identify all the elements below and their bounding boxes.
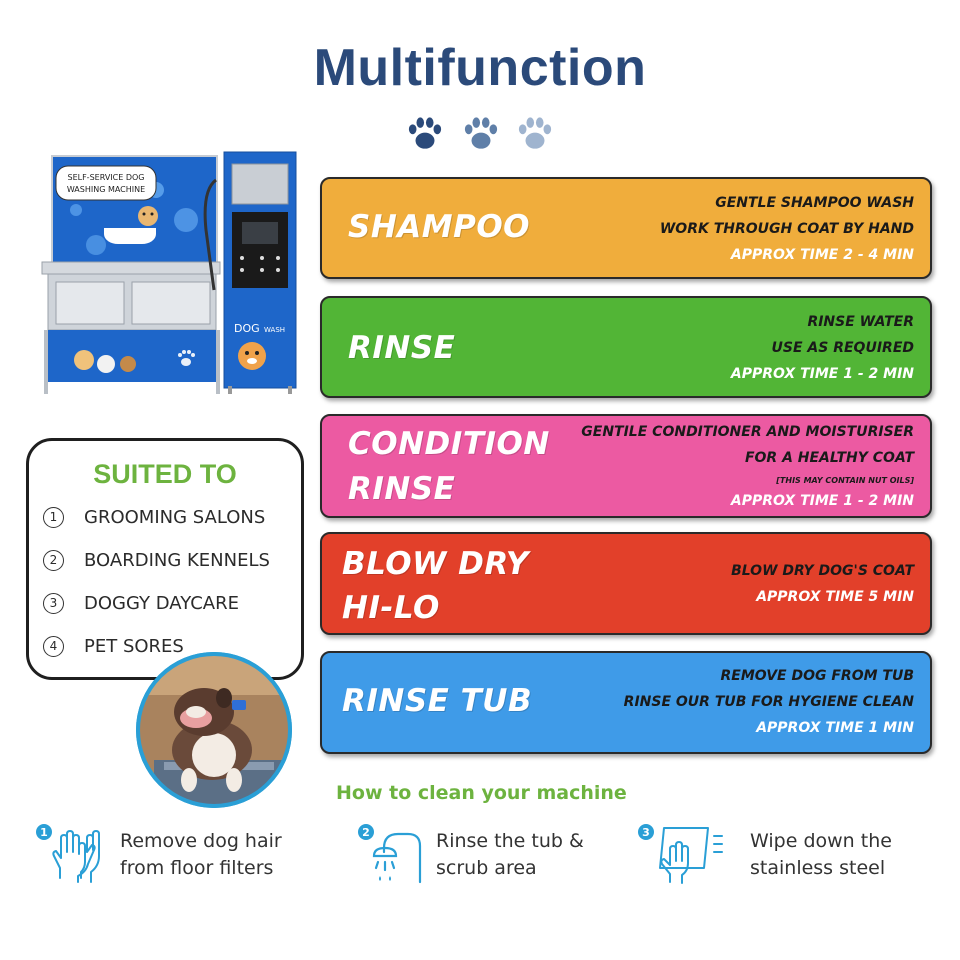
paw-icon	[408, 117, 442, 149]
machine-sign-line1: SELF-SERVICE DOG	[67, 173, 144, 182]
suited-item: 1 GROOMING SALONS	[43, 507, 265, 528]
step-line: from floor filters	[120, 857, 274, 879]
program-card-blow-dry: BLOW DRY HI-LO BLOW DRY DOG'S COAT APPRO…	[320, 532, 932, 635]
suited-item: 3 DOGGY DAYCARE	[43, 593, 239, 614]
suited-to-box: SUITED TO 1 GROOMING SALONS 2 BOARDING KEN…	[26, 438, 304, 680]
program-detail: GENTILE CONDITIONER AND MOISTURISER	[581, 424, 914, 440]
dog-washing-machine-image: SELF-SERVICE DOG WASHING MACHINE DOG WAS…	[41, 151, 297, 394]
item-number: 2	[43, 550, 64, 571]
paw-row	[406, 116, 566, 156]
paw-icon	[464, 117, 498, 149]
program-card-shampoo: SHAMPOO GENTLE SHAMPOO WASH WORK THROUGH…	[320, 177, 932, 279]
program-name: RINSE	[348, 330, 456, 366]
program-time: APPROX TIME 1 - 2 MIN	[730, 493, 914, 509]
step-line: scrub area	[436, 857, 537, 879]
step-number: 3	[642, 826, 650, 839]
item-number: 3	[43, 593, 64, 614]
step-line: Wipe down the	[750, 830, 892, 852]
program-name: SHAMPOO	[348, 209, 531, 245]
program-detail: GENTLE SHAMPOO WASH	[715, 195, 914, 211]
program-time: APPROX TIME 5 MIN	[756, 589, 914, 605]
machine-wash-label: WASH	[264, 326, 285, 334]
item-label: DOGGY DAYCARE	[84, 593, 239, 614]
program-detail: USE AS REQUIRED	[771, 340, 914, 356]
step-line: Remove dog hair	[120, 830, 282, 852]
cleaning-title: How to clean your machine	[336, 782, 627, 804]
program-detail: RINSE OUR TUB FOR HYGIENE CLEAN	[623, 694, 914, 710]
dog-photo	[136, 652, 292, 808]
program-card-rinse: RINSE RINSE WATER USE AS REQUIRED APPROX…	[320, 296, 932, 398]
gloves-icon: 1	[36, 824, 100, 883]
item-number: 1	[43, 507, 64, 528]
item-number: 4	[43, 636, 64, 657]
program-name-line1: CONDITION	[348, 426, 550, 462]
shower-icon: 2	[358, 824, 422, 884]
program-card-condition-rinse: CONDITION RINSE GENTILE CONDITIONER AND …	[320, 414, 932, 518]
program-detail: RINSE WATER	[807, 314, 914, 330]
suited-item: 2 BOARDING KENNELS	[43, 550, 270, 571]
item-label: BOARDING KENNELS	[84, 550, 270, 571]
program-detail: WORK THROUGH COAT BY HAND	[659, 221, 914, 237]
program-name-line2: HI-LO	[342, 590, 440, 626]
suited-to-title: SUITED TO	[93, 459, 237, 489]
cleaning-step-3: Wipe down the stainless steel	[750, 828, 892, 882]
program-note: [THIS MAY CONTAIN NUT OILS]	[776, 476, 914, 485]
cleaning-step-2: Rinse the tub & scrub area	[436, 828, 584, 882]
step-line: stainless steel	[750, 857, 886, 879]
program-time: APPROX TIME 1 - 2 MIN	[730, 366, 914, 382]
program-time: APPROX TIME 2 - 4 MIN	[730, 247, 914, 263]
cleaning-step-1: Remove dog hair from floor filters	[120, 828, 282, 882]
step-number: 1	[40, 826, 48, 839]
suited-item: 4 PET SORES	[43, 636, 184, 657]
paw-icon	[518, 117, 552, 149]
step-line: Rinse the tub &	[436, 830, 584, 852]
item-label: GROOMING SALONS	[84, 507, 266, 528]
program-detail: BLOW DRY DOG'S COAT	[731, 563, 914, 579]
item-label: PET SORES	[84, 636, 184, 657]
program-name: RINSE TUB	[342, 683, 533, 719]
program-name-line2: RINSE	[348, 471, 456, 507]
program-name-line1: BLOW DRY	[342, 546, 529, 582]
program-detail: REMOVE DOG FROM TUB	[720, 668, 914, 684]
step-number: 2	[362, 826, 370, 839]
wipe-icon: 3	[638, 824, 723, 884]
machine-dog-label: DOG	[234, 322, 260, 335]
program-detail: FOR A HEALTHY COAT	[744, 450, 914, 466]
program-time: APPROX TIME 1 MIN	[756, 720, 914, 736]
machine-sign-line2: WASHING MACHINE	[67, 185, 145, 194]
program-card-rinse-tub: RINSE TUB REMOVE DOG FROM TUB RINSE OUR …	[320, 651, 932, 754]
page-title: Multifunction	[313, 39, 647, 97]
